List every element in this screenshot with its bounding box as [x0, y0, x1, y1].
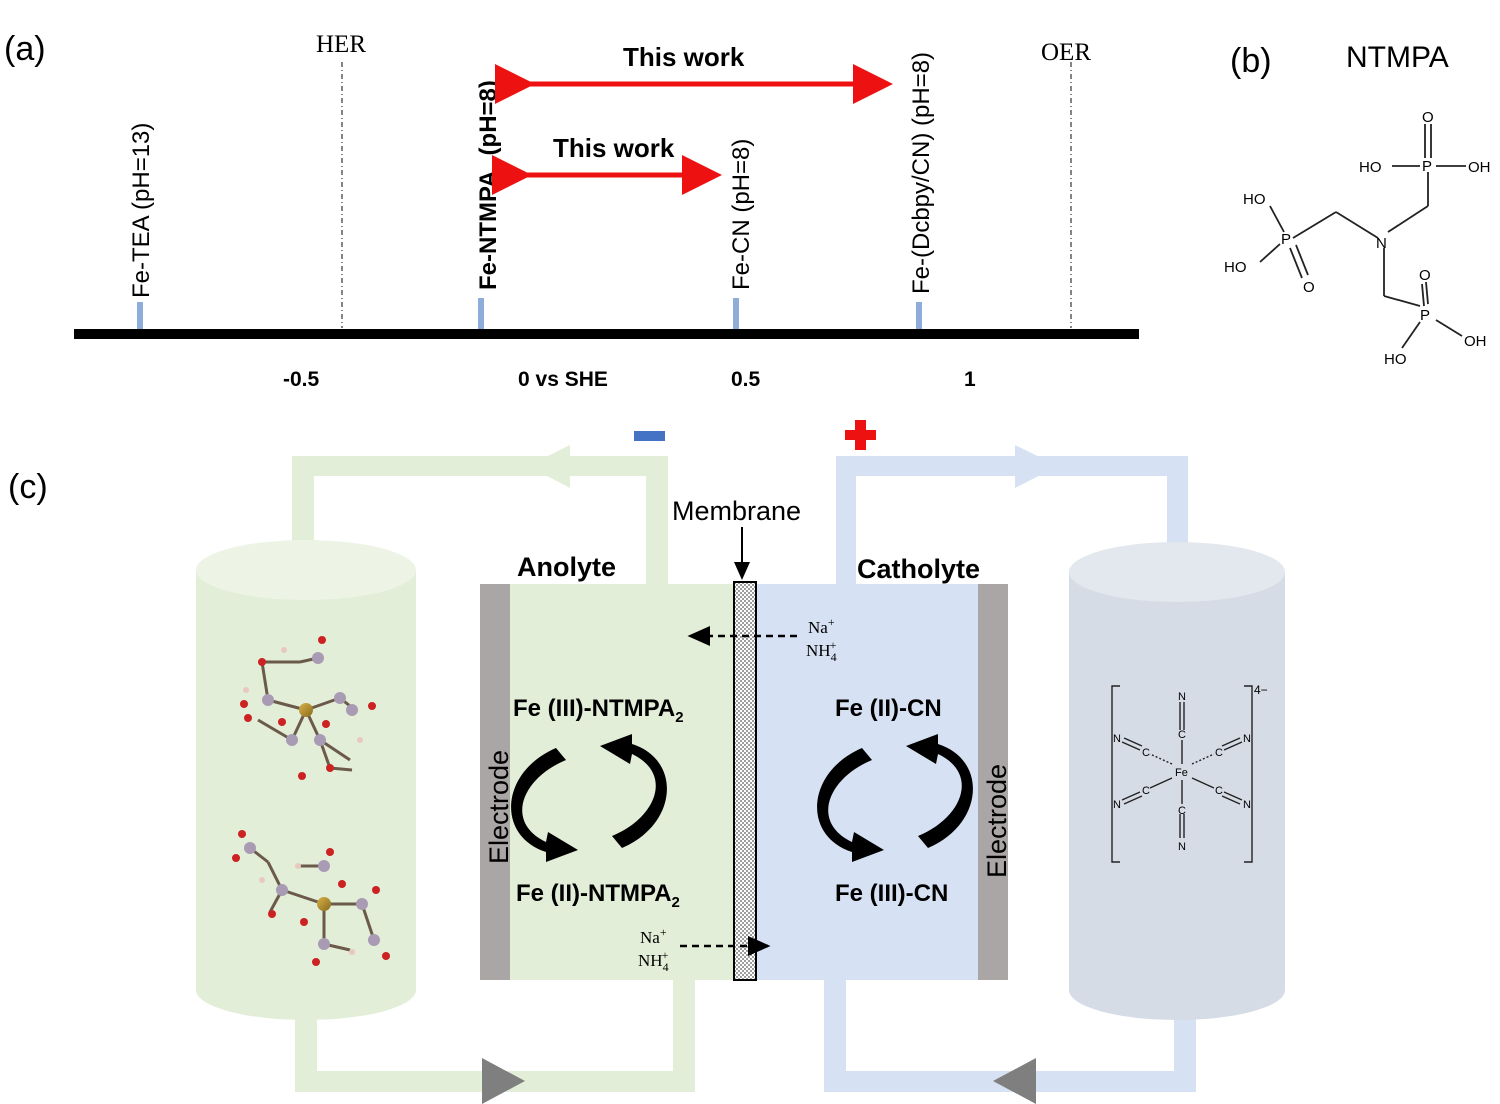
- svg-text:N: N: [1113, 799, 1121, 811]
- panel-c: (c): [8, 420, 1285, 1104]
- negative-terminal-sign: [634, 431, 665, 441]
- svg-text:C: C: [1178, 729, 1186, 741]
- membrane: [733, 581, 757, 981]
- oer-label: OER: [1041, 39, 1091, 66]
- fe-ntmpa-molecule-model-bottom: [232, 830, 390, 966]
- svg-text:C: C: [1142, 785, 1150, 797]
- electrode-label-left: Electrode: [484, 750, 514, 864]
- ntmpa-structure: [1259, 124, 1466, 349]
- svg-text:NH4+: NH4+: [638, 948, 669, 974]
- svg-text:NH4+: NH4+: [806, 638, 837, 664]
- panel-b-label: (b): [1230, 42, 1272, 80]
- ion-nh4-top: NH: [806, 641, 831, 660]
- catholyte-label: Catholyte: [857, 554, 980, 584]
- catholyte-reservoir: [1069, 542, 1285, 1020]
- her-label: HER: [316, 31, 366, 58]
- anolyte-redox-cycle-icon: [511, 734, 667, 862]
- fe2-ntmpa-label: Fe (II)-NTMPA2: [516, 880, 680, 911]
- anolyte-reservoir: [196, 540, 416, 1020]
- ferrocyanide-structure: [1111, 685, 1253, 863]
- species-label-fe-dcbpy: Fe-(Dcbpy/CN) (pH=8): [908, 52, 935, 294]
- cathode-electrode: [978, 584, 1008, 980]
- svg-text:N: N: [1113, 733, 1121, 745]
- ion-nh4-bottom: NH: [638, 951, 663, 970]
- fe3-cn-label: Fe (III)-CN: [835, 880, 948, 907]
- marker-fe-dcbpy: [916, 302, 922, 329]
- atom-p-bottom: P: [1420, 307, 1430, 324]
- atom-p-top: P: [1422, 158, 1432, 175]
- atom-p-left: P: [1281, 231, 1291, 248]
- positive-terminal-sign: [845, 420, 876, 450]
- tick-label-minus-0-5: -0.5: [283, 368, 320, 391]
- marker-fe-tea: [137, 302, 143, 329]
- svg-text:N: N: [1178, 841, 1186, 853]
- svg-text:Na+: Na+: [808, 615, 835, 637]
- atom-ho-bottom: HO: [1384, 351, 1407, 368]
- svg-text:C: C: [1142, 747, 1150, 759]
- atom-o-left: O: [1303, 279, 1315, 296]
- atom-oh-bottom: OH: [1464, 333, 1487, 350]
- electrode-label-right: Electrode: [982, 764, 1012, 878]
- panel-b: (b) NTMPA N P: [1224, 41, 1491, 368]
- tick-label-0-5: 0.5: [731, 368, 761, 391]
- anolyte-tubing: [292, 445, 695, 1092]
- panel-a: (a) HER OER -0.5 0 vs SHE 0.5 1 Fe-TEA (…: [4, 30, 1139, 391]
- potential-axis: [74, 329, 1139, 339]
- marker-fe-cn: [733, 298, 739, 329]
- ferrocyanide-atom-labels: Fe C N C N C N C N C N C N 4−: [1113, 683, 1268, 853]
- svg-text:N: N: [1243, 733, 1251, 745]
- ntmpa-title: NTMPA: [1346, 41, 1449, 74]
- membrane-label: Membrane: [672, 496, 801, 526]
- panel-c-label: (c): [8, 468, 48, 506]
- panel-a-label: (a): [4, 30, 46, 68]
- anolyte-label: Anolyte: [517, 552, 616, 582]
- atom-ho-left-bottom: HO: [1224, 259, 1247, 276]
- ferrocyanide-charge: 4−: [1254, 683, 1268, 697]
- ntmpa-atom-labels: N P O HO OH P HO HO O P O OH HO: [1224, 109, 1491, 368]
- svg-text:C: C: [1215, 747, 1223, 759]
- tick-label-0: 0 vs SHE: [518, 368, 608, 391]
- atom-ho-left-top: HO: [1243, 191, 1266, 208]
- this-work-label-long: This work: [623, 42, 745, 72]
- fe2-cn-label: Fe (II)-CN: [835, 695, 942, 722]
- fe-center: Fe: [1175, 767, 1188, 779]
- species-label-fe-tea: Fe-TEA (pH=13): [128, 123, 155, 298]
- catholyte-redox-cycle-icon: [817, 734, 973, 862]
- fe-ntmpa-molecule-model-top: [240, 636, 376, 780]
- tick-label-1: 1: [964, 368, 976, 391]
- species-label-fe-ntmpa: Fe-NTMPA2 (pH=8): [475, 80, 506, 290]
- atom-o-bottom: O: [1419, 267, 1431, 284]
- atom-ho-top: HO: [1359, 159, 1382, 176]
- ion-na-top: Na: [808, 618, 828, 637]
- atom-oh-top: OH: [1468, 159, 1491, 176]
- svg-text:Na+: Na+: [640, 925, 667, 947]
- this-work-label-short: This work: [553, 133, 675, 163]
- anolyte-flow-arrowhead: [482, 1058, 525, 1104]
- catholyte-flow-arrowhead: [993, 1058, 1036, 1104]
- catholyte-tubing: [824, 445, 1196, 1092]
- marker-fe-ntmpa: [478, 298, 484, 329]
- ion-label-bottom: Na+ NH4+: [638, 925, 669, 974]
- anode-electrode: [480, 584, 510, 980]
- ion-label-top: Na+ NH4+: [806, 615, 837, 664]
- svg-text:N: N: [1178, 691, 1186, 703]
- atom-n: N: [1376, 235, 1387, 252]
- species-label-fe-cn: Fe-CN (pH=8): [728, 139, 755, 290]
- fe3-ntmpa-label: Fe (III)-NTMPA2: [513, 695, 684, 726]
- atom-o-top: O: [1422, 109, 1434, 126]
- svg-text:C: C: [1215, 785, 1223, 797]
- svg-text:C: C: [1178, 805, 1186, 817]
- ion-na-bottom: Na: [640, 928, 660, 947]
- svg-text:N: N: [1243, 799, 1251, 811]
